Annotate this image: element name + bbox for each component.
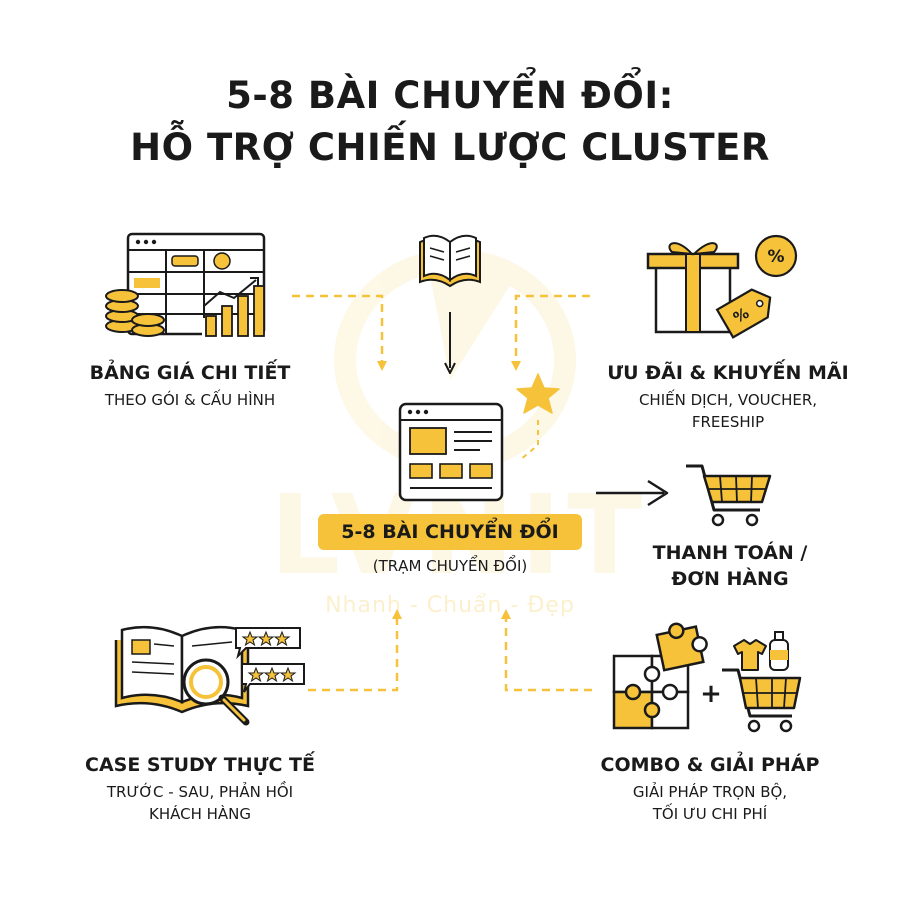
gift-discount-tag-icon: % % (646, 234, 798, 339)
connector-center-to-checkout (596, 479, 669, 507)
connector-case-study-to-center (308, 609, 402, 692)
node-combo-title: COMBO & GIẢI PHÁP (600, 754, 820, 776)
svg-text:%: % (767, 247, 784, 267)
node-case-study: CASE STUDY THỰC TẾ TRƯỚC - SAU, PHẢN HỒI… (50, 752, 350, 825)
connector-star-to-center (519, 420, 539, 461)
node-combo-sub-1: GIẢI PHÁP TRỌN BỘ, (632, 783, 788, 801)
node-combo: COMBO & GIẢI PHÁP GIẢI PHÁP TRỌN BỘ, TỐI… (570, 752, 850, 825)
node-case-study-title: CASE STUDY THỰC TẾ (85, 754, 315, 776)
star-icon (516, 373, 560, 414)
open-book-icon (419, 234, 481, 288)
node-promo: ƯU ĐÃI & KHUYẾN MÃI CHIẾN DỊCH, VOUCHER,… (578, 360, 878, 433)
connector-pricing-to-center (292, 294, 387, 371)
center-station-sub: (TRẠM CHUYỂN ĐỔI) (372, 557, 528, 575)
connector-combo-to-center (501, 609, 592, 692)
node-promo-sub-2: FREESHIP (691, 413, 765, 431)
page-title: 5-8 BÀI CHUYỂN ĐỔI: HỖ TRỢ CHIẾN LƯỢC CL… (0, 70, 900, 174)
node-pricing: BẢNG GIÁ CHI TIẾT THEO GÓI & CẤU HÌNH (60, 360, 320, 411)
node-pricing-sub: THEO GÓI & CẤU HÌNH (104, 391, 276, 409)
combo-plus-sign: + (700, 679, 722, 709)
node-case-study-sub-2: KHÁCH HÀNG (148, 805, 252, 823)
puzzle-plus-cart-icon: + (612, 622, 802, 733)
connector-promo-to-center (511, 294, 590, 371)
node-promo-sub-1: CHIẾN DỊCH, VOUCHER, (638, 391, 818, 409)
watermark-slogan: Nhanh - Chuẩn - Đẹp (325, 593, 575, 618)
node-pricing-title: BẢNG GIÁ CHI TIẾT (89, 362, 291, 384)
shopping-cart-icon (686, 464, 772, 527)
node-checkout-title-1: THANH TOÁN / (652, 542, 808, 564)
center-station-label: 5-8 BÀI CHUYỂN ĐỔI (318, 514, 582, 550)
browser-window-icon (398, 402, 504, 502)
spreadsheet-coins-chart-icon (105, 232, 266, 338)
node-combo-sub-2: TỐI ƯU CHI PHÍ (652, 805, 768, 823)
node-checkout-title-2: ĐƠN HÀNG (671, 568, 789, 590)
node-case-study-sub-1: TRƯỚC - SAU, PHẢN HỒI (106, 783, 294, 801)
node-promo-title: ƯU ĐÃI & KHUYẾN MÃI (607, 362, 849, 384)
title-line-1: 5-8 BÀI CHUYỂN ĐỔI: (226, 74, 674, 117)
book-magnifier-reviews-icon (114, 625, 305, 726)
title-line-2: HỖ TRỢ CHIẾN LƯỢC CLUSTER (130, 126, 770, 169)
node-checkout: THANH TOÁN / ĐƠN HÀNG (630, 540, 830, 592)
